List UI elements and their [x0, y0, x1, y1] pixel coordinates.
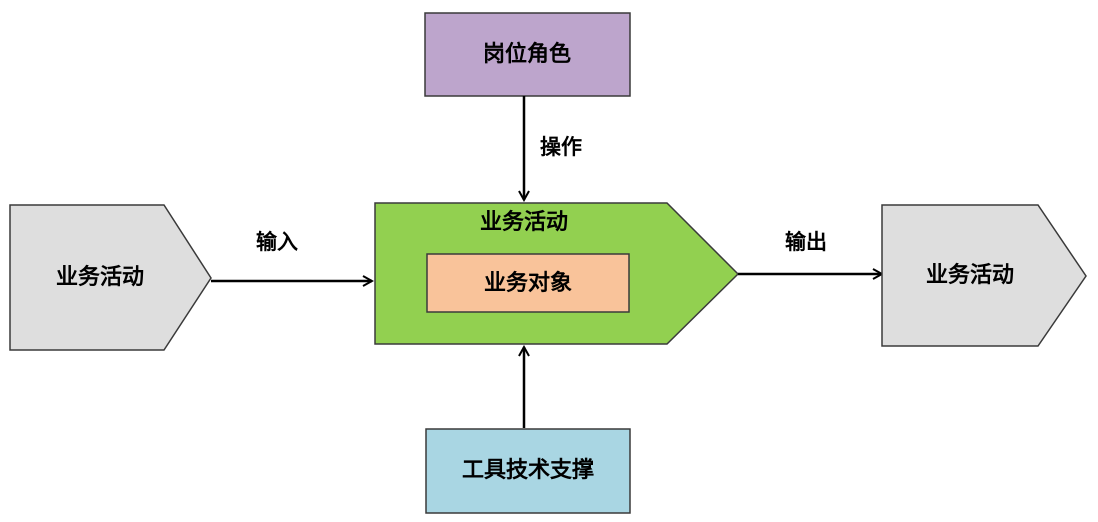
edge-input: 输入 [211, 230, 372, 281]
main-activity-node: 业务活动 业务对象 [374, 202, 740, 345]
input-label: 输入 [256, 230, 298, 254]
tool-support-label: 工具技术支撑 [462, 458, 594, 483]
edge-output: 输出 [738, 230, 882, 274]
business-object-box [426, 253, 630, 313]
operate-label: 操作 [540, 135, 582, 159]
input-activity-shape [9, 204, 212, 351]
edge-operate: 操作 [524, 96, 582, 200]
business-object-label: 业务对象 [484, 270, 572, 296]
output-activity-shape [881, 204, 1087, 347]
business-object-node: 业务对象 [426, 253, 630, 313]
tool-support-box [425, 428, 631, 514]
output-activity-node: 业务活动 [881, 204, 1087, 347]
role-label: 岗位角色 [483, 41, 571, 67]
output-label: 输出 [785, 230, 827, 254]
main-activity-label: 业务活动 [480, 210, 568, 235]
role-node: 岗位角色 [424, 12, 631, 97]
input-activity-label: 业务活动 [56, 265, 144, 290]
role-box [424, 12, 631, 97]
output-activity-label: 业务活动 [926, 263, 1014, 288]
input-activity-node: 业务活动 [9, 204, 212, 351]
tool-support-node: 工具技术支撑 [425, 428, 631, 514]
